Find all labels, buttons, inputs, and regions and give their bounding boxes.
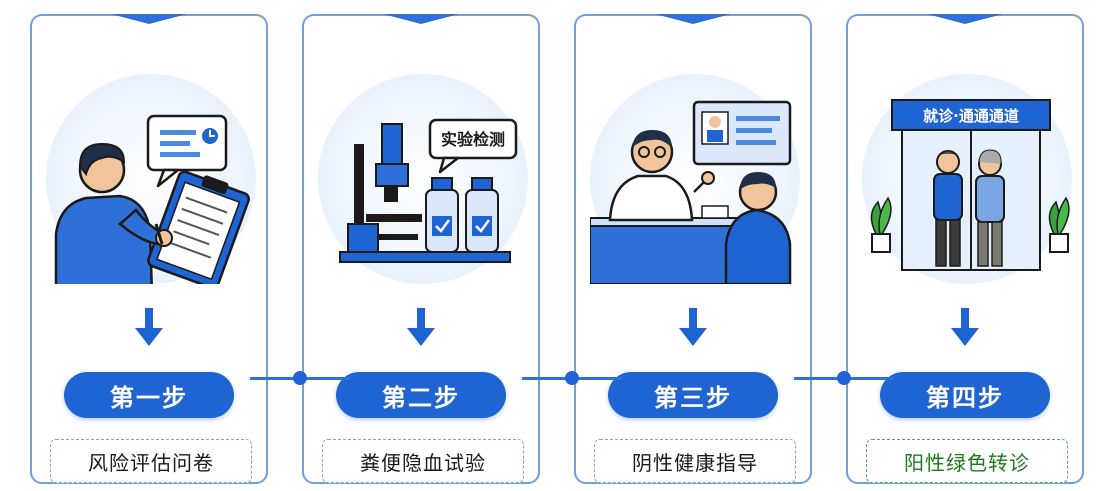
connector-dot: [837, 371, 851, 385]
step-card-3: 第三步 阴性健康指导: [574, 14, 812, 484]
step-description: 阳性绿色转诊: [866, 439, 1068, 483]
step-connector: [794, 371, 894, 385]
connector-dot: [293, 371, 307, 385]
arrow-down-icon: [951, 308, 979, 346]
green-channel-illustration: 就诊·通通通道: [862, 74, 1072, 284]
step-card-1: 第一步 风险评估问卷: [30, 14, 268, 484]
step-connector: [250, 371, 350, 385]
doctor-consultation-illustration: [590, 74, 800, 284]
step-card-4: 就诊·通通通道 第四步 阳性绿色转诊: [846, 14, 1084, 484]
questionnaire-illustration: [46, 74, 256, 284]
lab-test-illustration: 实验检测: [318, 74, 528, 284]
card-tab: [927, 14, 1003, 24]
step-badge: 第三步: [608, 372, 778, 418]
arrow-down-icon: [679, 308, 707, 346]
sign-text: 就诊·通通通道: [923, 107, 1019, 125]
step-badge: 第四步: [880, 372, 1050, 418]
step-description: 阴性健康指导: [594, 439, 796, 483]
card-tab: [655, 14, 731, 24]
card-tab: [383, 14, 459, 24]
step-card-2: 实验检测 第二步 粪便隐血试验: [302, 14, 540, 484]
step-badge: 第一步: [64, 372, 234, 418]
arrow-down-icon: [135, 308, 163, 346]
bubble-text: 实验检测: [441, 130, 505, 149]
step-description: 风险评估问卷: [50, 439, 252, 483]
connector-dot: [565, 371, 579, 385]
arrow-down-icon: [407, 308, 435, 346]
card-tab: [111, 14, 187, 24]
step-badge: 第二步: [336, 372, 506, 418]
step-description: 粪便隐血试验: [322, 439, 524, 483]
step-connector: [522, 371, 622, 385]
